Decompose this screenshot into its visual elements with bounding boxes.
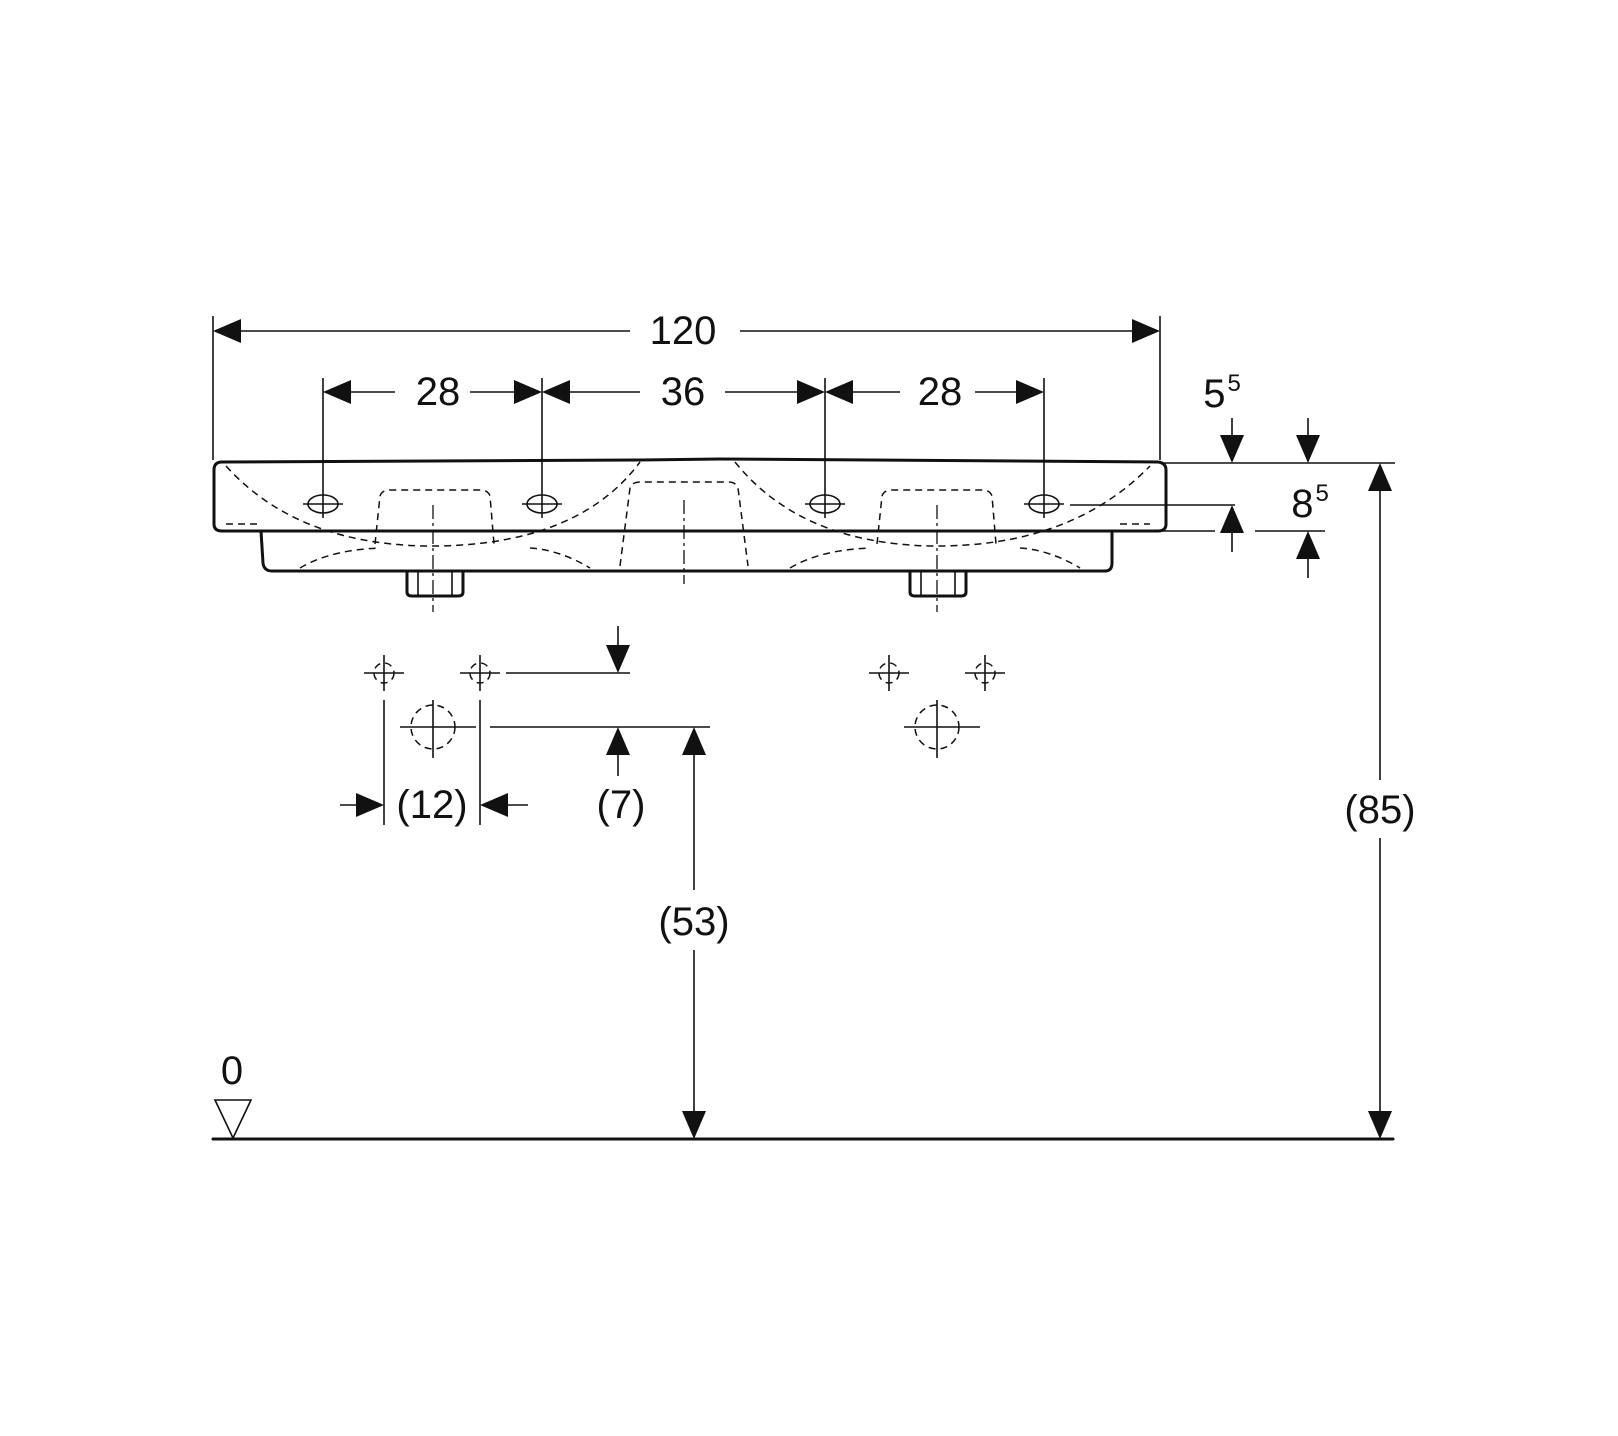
water-connection-left-1 [364,655,404,691]
tap-spacing-middle-label: 36 [661,370,706,414]
rim-depth-label: 55 [1203,370,1241,416]
level-marker-triangle [213,1099,253,1140]
overall-width-label: 120 [650,309,717,353]
rim-dimensions: 55 85 [1070,370,1395,578]
waste-spacing-dimension: (12) [340,700,528,827]
water-connection-right-1 [869,655,909,691]
tap-spacing-right-label: 28 [918,370,963,414]
hidden-contours [225,461,1151,569]
washbasin-outline [212,457,1168,598]
tap-spacing-left-label: 28 [416,370,461,414]
waste-offset-label: (7) [597,783,646,827]
waste-height-label: (53) [658,900,729,944]
drain-connection-left [400,700,476,758]
floor-level-label: 0 [221,1049,243,1093]
waste-offset-dimension: (7) [490,626,710,827]
waste-height-dimension: (53) [658,727,730,1139]
wall-connection-markers [364,655,1005,758]
tap-hole-markers [303,490,1064,612]
tap-hole-3 [805,490,845,518]
tap-spacing-dimensions: 28 36 28 [322,370,1045,490]
front-height-label: 85 [1291,480,1329,526]
tap-hole-1 [303,490,343,518]
rim-height-dimension: (85) [1344,463,1416,1139]
water-connection-right-2 [965,655,1005,691]
floor-line: 0 [211,1049,1395,1141]
rim-height-label: (85) [1344,788,1415,832]
tap-hole-2 [522,490,562,518]
drain-connection-right [904,700,980,758]
water-connection-left-2 [460,655,500,691]
overall-width-dimension: 120 [212,309,1161,460]
waste-spacing-label: (12) [396,783,467,827]
tap-hole-4 [1024,490,1064,518]
